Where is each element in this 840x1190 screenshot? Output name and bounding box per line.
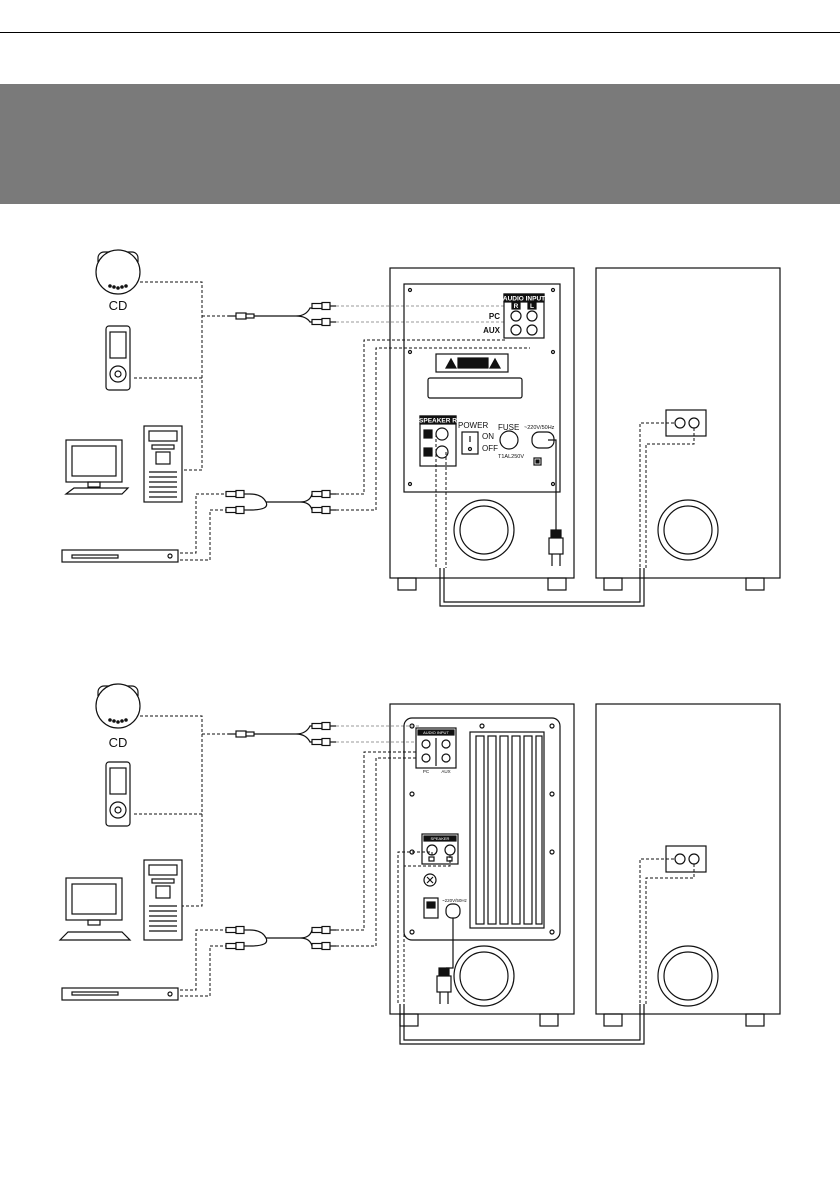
aux-label: AUX bbox=[483, 326, 501, 335]
rca-plug-icon bbox=[311, 925, 337, 935]
audio-input-label: AUDIO INPUT bbox=[503, 296, 545, 303]
rca-plug-icon bbox=[311, 941, 337, 951]
pc-label: PC bbox=[423, 769, 430, 774]
dvd-player-icon bbox=[61, 549, 179, 563]
power-switch[interactable] bbox=[461, 431, 479, 455]
rca-plug-icon bbox=[225, 489, 251, 499]
diagram-1: CD bbox=[61, 249, 781, 607]
pc-l-jack[interactable] bbox=[526, 310, 538, 322]
aux-label: AUX bbox=[441, 769, 450, 774]
passive-terminal-2[interactable] bbox=[688, 853, 700, 865]
power-plug-icon bbox=[436, 918, 454, 1004]
cd-label: CD bbox=[109, 298, 128, 313]
top-rule bbox=[0, 32, 840, 33]
power-label: POWER bbox=[458, 421, 488, 430]
cd-player-icon bbox=[95, 683, 141, 729]
aux-r-jack[interactable] bbox=[510, 324, 522, 336]
passive-terminal-1[interactable] bbox=[674, 853, 686, 865]
rca-plug-icon bbox=[311, 489, 337, 499]
audio-input-label: AUDIO INPUT bbox=[423, 730, 449, 735]
speaker-terminal-positive[interactable] bbox=[435, 427, 449, 441]
rca-plug-icon bbox=[311, 737, 337, 747]
pc-label: PC bbox=[489, 312, 500, 321]
rca-plug-icon bbox=[311, 301, 337, 311]
fuse-label: FUSE bbox=[498, 423, 519, 432]
header-banner bbox=[0, 84, 840, 204]
passive-speaker-rear bbox=[595, 267, 781, 591]
power-off-label: OFF bbox=[482, 444, 498, 453]
rca-plug-icon bbox=[225, 925, 251, 935]
computer-icon bbox=[58, 859, 183, 941]
aux-l-jack[interactable] bbox=[441, 753, 451, 763]
passive-terminal-2[interactable] bbox=[688, 417, 700, 429]
rca-plug-icon bbox=[225, 941, 251, 951]
rca-plug-icon bbox=[225, 505, 251, 515]
mp3-player-icon bbox=[105, 325, 131, 391]
cd-label: CD bbox=[109, 735, 128, 750]
power-plug-icon bbox=[548, 439, 564, 566]
ac-inlet[interactable] bbox=[445, 903, 461, 919]
pc-r-jack[interactable] bbox=[510, 310, 522, 322]
aux-l-jack[interactable] bbox=[526, 324, 538, 336]
computer-icon bbox=[64, 425, 183, 503]
aux-r-jack[interactable] bbox=[421, 753, 431, 763]
pc-l-jack[interactable] bbox=[441, 739, 451, 749]
channel-l-label: L bbox=[530, 303, 534, 310]
fuse-holder[interactable] bbox=[423, 873, 437, 887]
warning-icon bbox=[435, 353, 509, 373]
rca-plug-icon bbox=[311, 505, 337, 515]
active-speaker-rear: AUDIO INPUT PC AUX SPEAKER ~220V/50Hz bbox=[389, 703, 575, 1027]
passive-speaker-rear bbox=[595, 703, 781, 1027]
jack-plug-icon bbox=[227, 312, 255, 320]
cd-player-icon bbox=[95, 249, 141, 295]
dvd-player-icon bbox=[61, 987, 179, 1001]
channel-r-label: R bbox=[514, 303, 519, 310]
active-speaker-rear: AUDIO INPUT R L PC AUX SPEAKER R bbox=[389, 267, 575, 591]
passive-terminal-1[interactable] bbox=[674, 417, 686, 429]
pc-r-jack[interactable] bbox=[421, 739, 431, 749]
power-on-label: ON bbox=[482, 432, 494, 441]
mp3-player-icon bbox=[105, 761, 131, 827]
diagram-2: CD bbox=[58, 683, 781, 1045]
speaker-r-label: SPEAKER R bbox=[419, 418, 457, 425]
fuse-rating: T1AL250V bbox=[498, 454, 524, 460]
voltage-label: ~220V/50Hz bbox=[442, 898, 468, 903]
power-switch[interactable] bbox=[423, 897, 439, 919]
speaker-terminal-negative[interactable] bbox=[444, 844, 456, 856]
speaker-label: SPEAKER bbox=[431, 836, 450, 841]
rca-plug-icon bbox=[311, 721, 337, 731]
voltage-label: ~220V/50Hz bbox=[524, 425, 555, 431]
rca-plug-icon bbox=[311, 317, 337, 327]
jack-plug-icon bbox=[227, 730, 255, 738]
fuse-holder[interactable] bbox=[499, 430, 519, 450]
